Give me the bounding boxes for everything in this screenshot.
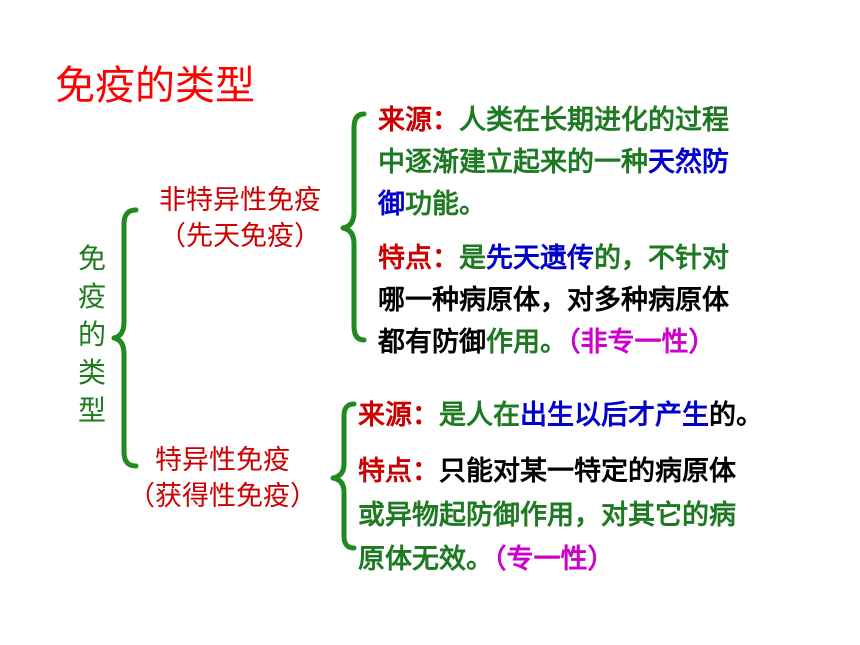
- adaptive-feature-line: 特点：只能对某一特定的病原体: [358, 451, 736, 495]
- innate-source-line: 御功能。: [378, 184, 729, 226]
- text-span: 对多种病原体: [567, 285, 729, 316]
- vertical-char: 型: [77, 394, 106, 427]
- vertical-char: 的: [77, 318, 106, 351]
- innate-feature-line: 特点：是先天遗传的，不针对: [378, 238, 729, 280]
- innate-feature: 特点：是先天遗传的，不针对 哪一种病原体，对多种病原体 都有防御作用。（非专一性…: [378, 238, 729, 364]
- source-label: 来源：: [378, 105, 459, 136]
- feature-label: 特点：: [378, 243, 459, 274]
- main-brace: [111, 207, 139, 469]
- text-span: 的。: [709, 400, 763, 431]
- text-span: 人类在长期进化的过程: [459, 105, 729, 136]
- innate-source-line: 来源：人类在长期进化的过程: [378, 100, 729, 142]
- text-span: 都有防御: [378, 327, 486, 358]
- adaptive-feature: 特点：只能对某一特定的病原体 或异物起防御作用，对其它的病 原体无效。（专一性）: [358, 451, 736, 583]
- innate-source: 来源：人类在长期进化的过程 中逐渐建立起来的一种天然防 御功能。: [378, 100, 729, 226]
- innate-alias: （先天免疫）: [159, 221, 321, 252]
- text-span: 是: [459, 243, 486, 274]
- text-span: 作用。: [486, 327, 567, 358]
- text-span: 是人在: [439, 400, 520, 431]
- text-span: 原体无效。: [358, 544, 493, 575]
- specificity-tag: （专一性）: [493, 544, 615, 575]
- text-span: 功能。: [405, 189, 486, 220]
- vertical-char: 免: [77, 242, 106, 275]
- vertical-char: 疫: [77, 280, 106, 313]
- adaptive-category: 特异性免疫 （获得性免疫）: [115, 443, 330, 515]
- innate-brace: [340, 111, 367, 343]
- vertical-label: 免 疫 的 类 型: [72, 240, 112, 430]
- specificity-tag: （非专一性）: [567, 327, 716, 358]
- adaptive-brace: [330, 401, 357, 551]
- text-span: 或异物起防御作用，对其它的病: [358, 500, 736, 531]
- innate-source-line: 中逐渐建立起来的一种天然防: [378, 142, 729, 184]
- innate-feature-line: 都有防御作用。（非专一性）: [378, 322, 729, 364]
- emphasis-span: 出生以后才产生: [520, 400, 709, 431]
- slide-title: 免疫的类型: [55, 63, 255, 109]
- text-span: 的，: [594, 243, 648, 274]
- adaptive-feature-line: 或异物起防御作用，对其它的病: [358, 495, 736, 539]
- emphasis-span: 天然防: [648, 147, 729, 178]
- text-span: 中逐渐建立起来的一种: [378, 147, 648, 178]
- emphasis-span: 先天遗传: [486, 243, 594, 274]
- innate-name: 非特异性免疫: [159, 185, 321, 216]
- adaptive-feature-line: 原体无效。（专一性）: [358, 539, 736, 583]
- text-span: 哪一种病原体，: [378, 285, 567, 316]
- adaptive-alias: （获得性免疫）: [128, 481, 317, 512]
- adaptive-source-line: 来源：是人在出生以后才产生的。: [358, 395, 763, 437]
- vertical-char: 类: [77, 356, 106, 389]
- adaptive-source: 来源：是人在出生以后才产生的。: [358, 395, 763, 437]
- source-label: 来源：: [358, 400, 439, 431]
- innate-category: 非特异性免疫 （先天免疫）: [135, 183, 345, 255]
- text-span: 不针对: [648, 243, 729, 274]
- innate-feature-line: 哪一种病原体，对多种病原体: [378, 280, 729, 322]
- emphasis-span: 御: [378, 189, 405, 220]
- text-span: 只能对某一特定的病原体: [439, 456, 736, 487]
- feature-label: 特点：: [358, 456, 439, 487]
- adaptive-name: 特异性免疫: [155, 445, 290, 476]
